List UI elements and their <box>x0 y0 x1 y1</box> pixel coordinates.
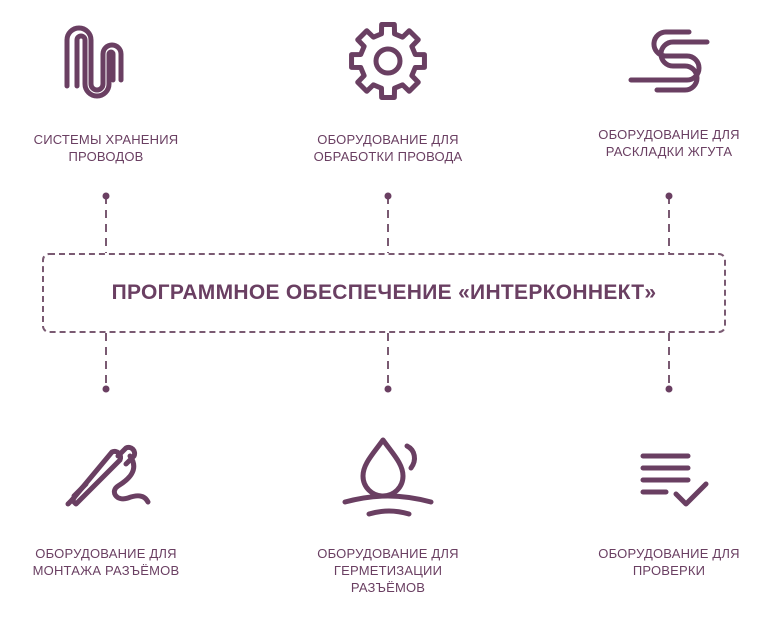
software-title: ПРОГРАММНОЕ ОБЕСПЕЧЕНИЕ «ИНТЕРКОННЕКТ» <box>111 281 657 304</box>
label-wire-processing: ОБОРУДОВАНИЕ ДЛЯ ОБРАБОТКИ ПРОВОДА <box>313 132 463 164</box>
harness-layout-icon <box>628 28 711 96</box>
connector-mounting-icon <box>62 438 154 512</box>
label-wire-storage: СИСТЕМЫ ХРАНЕНИЯ ПРОВОДОВ <box>33 132 179 164</box>
wire-storage-icon <box>63 22 125 102</box>
sealing-drop-icon <box>342 436 434 518</box>
label-harness-layout: ОБОРУДОВАНИЕ ДЛЯ РАСКЛАДКИ ЖГУТА <box>598 127 740 159</box>
label-connector-sealing: ОБОРУДОВАНИЕ ДЛЯ ГЕРМЕТИЗАЦИИ РАЗЪЁМОВ <box>317 546 459 595</box>
checklist-icon <box>640 452 710 512</box>
gear-icon <box>347 20 429 102</box>
label-inspection: ОБОРУДОВАНИЕ ДЛЯ ПРОВЕРКИ <box>598 546 740 578</box>
label-connector-mounting: ОБОРУДОВАНИЕ ДЛЯ МОНТАЖА РАЗЪЁМОВ <box>32 546 180 578</box>
software-box: ПРОГРАММНОЕ ОБЕСПЕЧЕНИЕ «ИНТЕРКОННЕКТ» <box>42 253 726 333</box>
